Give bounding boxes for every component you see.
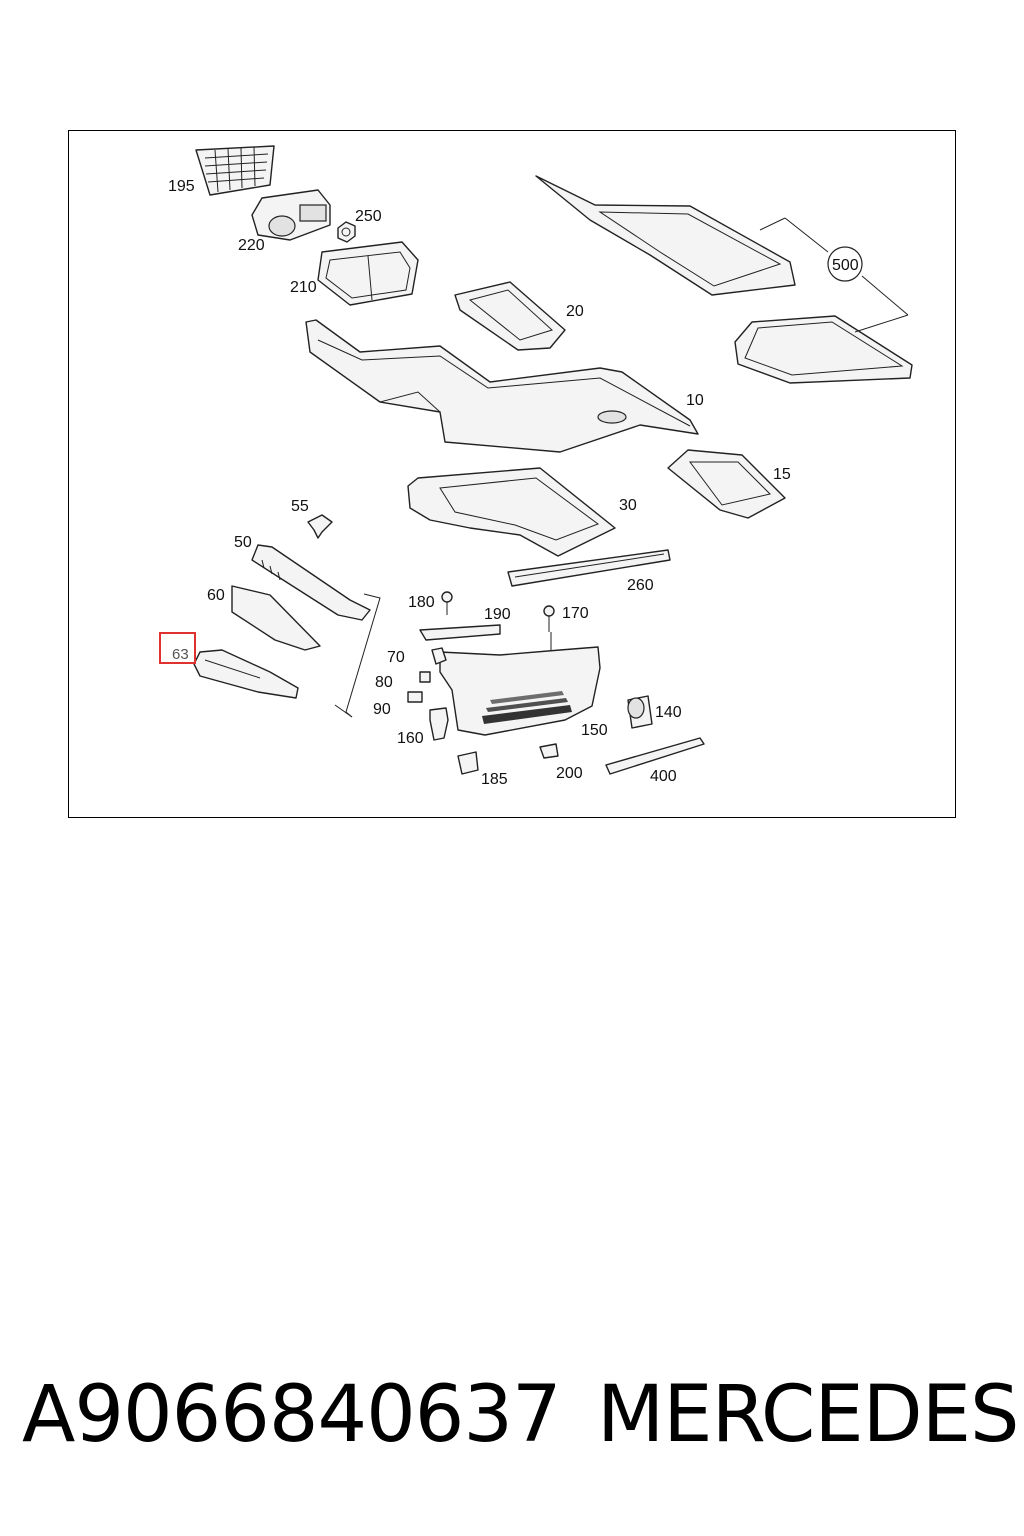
part-500-floor-mat-upper[interactable]: [535, 175, 796, 296]
part-80-fastener[interactable]: [419, 671, 431, 683]
label-63: 63: [172, 646, 189, 663]
label-15: 15: [773, 466, 791, 483]
highlight-box-63: [159, 632, 196, 664]
part-160-cup[interactable]: [429, 707, 449, 741]
label-400: 400: [650, 768, 677, 785]
label-180: 180: [408, 594, 435, 611]
label-185: 185: [481, 771, 508, 788]
part-195-grille[interactable]: [195, 145, 275, 196]
part-50-trim[interactable]: [251, 544, 371, 621]
part-210-vent-housing[interactable]: [317, 241, 419, 306]
label-20: 20: [566, 303, 584, 320]
part-70-fastener[interactable]: [431, 647, 447, 665]
part-55-clip[interactable]: [307, 514, 333, 539]
label-200: 200: [556, 765, 583, 782]
label-70: 70: [387, 649, 405, 666]
label-220: 220: [238, 237, 265, 254]
part-60-side-panel[interactable]: [231, 585, 321, 651]
part-63-trim-piece[interactable]: [193, 649, 299, 699]
part-90-connector[interactable]: [407, 691, 423, 703]
part-220-air-duct[interactable]: [251, 189, 331, 241]
label-55: 55: [291, 498, 309, 515]
label-500: 500: [832, 257, 859, 274]
part-150-storage-box[interactable]: [439, 646, 601, 736]
label-50: 50: [234, 534, 252, 551]
label-190: 190: [484, 606, 511, 623]
label-250: 250: [355, 208, 382, 225]
footer: A9066840637 MERCEDES: [0, 1370, 1024, 1470]
label-150: 150: [581, 722, 608, 739]
label-60: 60: [207, 587, 225, 604]
part-180-screw[interactable]: [441, 591, 453, 615]
label-195: 195: [168, 178, 195, 195]
part-20-tray[interactable]: [454, 281, 566, 351]
label-30: 30: [619, 497, 637, 514]
label-260: 260: [627, 577, 654, 594]
callout-500: [759, 217, 909, 333]
part-200-clip[interactable]: [539, 743, 559, 759]
part-30-center-floor[interactable]: [407, 467, 616, 557]
label-80: 80: [375, 674, 393, 691]
part-number: A9066840637: [22, 1370, 562, 1460]
part-400-strip[interactable]: [605, 737, 705, 775]
part-250-nut[interactable]: [337, 221, 356, 243]
brand-name: MERCEDES: [597, 1370, 1019, 1460]
bracket-line: [334, 593, 381, 718]
label-210: 210: [290, 279, 317, 296]
part-185-clip[interactable]: [457, 751, 479, 775]
part-500-floor-mat-lower[interactable]: [734, 315, 913, 384]
part-260-rail[interactable]: [507, 549, 671, 587]
label-90: 90: [373, 701, 391, 718]
label-10: 10: [686, 392, 704, 409]
part-10-floor-panel[interactable]: [305, 319, 699, 453]
part-15-tray[interactable]: [667, 449, 786, 519]
label-160: 160: [397, 730, 424, 747]
part-190-bracket[interactable]: [419, 624, 501, 641]
part-140-roll[interactable]: [627, 695, 653, 729]
diagram-frame: [68, 130, 956, 818]
label-140: 140: [655, 704, 682, 721]
label-170: 170: [562, 605, 589, 622]
